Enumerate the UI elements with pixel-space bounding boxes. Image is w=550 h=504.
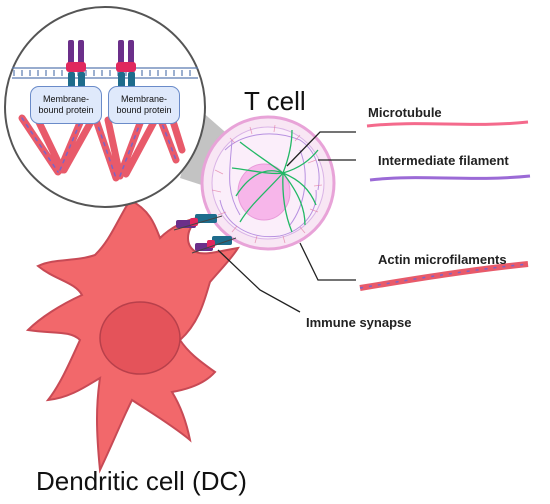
dendritic-cell-label: Dendritic cell (DC)	[36, 466, 247, 496]
t-cell-actin-cortex	[211, 124, 323, 244]
immune-synapse-label: Immune synapse	[306, 315, 412, 330]
synapse-receptor-pair-1	[173, 214, 223, 231]
membrane-protein-box-1: Membrane- bound protein	[30, 86, 102, 124]
leader-lines	[217, 131, 356, 313]
legend-microtubule-line	[366, 120, 529, 128]
legend-intermediate-filament-line	[369, 174, 531, 182]
t-cell-intermediate-filaments	[219, 133, 320, 238]
membrane-protein-label-2: Membrane- bound protein	[116, 94, 172, 115]
dendritic-cell-nucleus	[99, 301, 181, 375]
inset-receptor-1	[66, 40, 86, 88]
inset-receptor-2	[116, 40, 136, 88]
actin-microfilaments-label: Actin microfilaments	[378, 252, 507, 267]
microtubule-label: Microtubule	[368, 105, 442, 120]
legend-actin-line	[359, 261, 529, 291]
t-cell-label: T cell	[244, 86, 306, 116]
intermediate-filament-label: Intermediate filament	[378, 153, 509, 168]
synapse-receptor-pair-2	[191, 236, 237, 254]
t-cell-microtubules	[231, 129, 319, 233]
membrane-protein-label-1: Membrane- bound protein	[38, 94, 94, 115]
membrane-protein-box-2: Membrane- bound protein	[108, 86, 180, 124]
